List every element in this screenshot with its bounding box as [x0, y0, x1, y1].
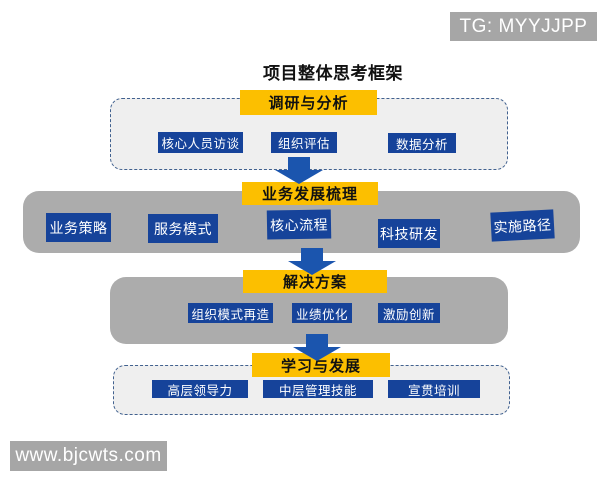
- website-watermark: www.bjcwts.com: [10, 441, 167, 471]
- down-arrow-icon: [288, 248, 336, 275]
- section-research-header: 调研与分析: [240, 90, 377, 115]
- item-rollout-training: 宣贯培训: [388, 380, 480, 398]
- telegram-badge: TG: MYYJJPP: [450, 12, 597, 41]
- item-tech-rnd: 科技研发: [378, 219, 440, 248]
- down-arrow-icon: [293, 334, 341, 361]
- item-business-strategy: 业务策略: [46, 213, 111, 242]
- item-incentive-innovation: 激励创新: [378, 303, 440, 323]
- page-title: 项目整体思考框架: [263, 64, 403, 83]
- item-core-interviews: 核心人员访谈: [158, 132, 243, 153]
- item-performance-optimization: 业绩优化: [292, 303, 352, 323]
- item-org-assessment: 组织评估: [271, 132, 337, 153]
- item-core-process: 核心流程: [266, 209, 332, 240]
- item-middle-mgmt-skills: 中层管理技能: [263, 380, 373, 398]
- section-learning-header: 学习与发展: [252, 353, 390, 377]
- item-org-model-reengineering: 组织模式再造: [188, 303, 273, 323]
- item-data-analysis: 数据分析: [388, 133, 456, 153]
- down-arrow-icon: [275, 157, 323, 184]
- section-business-header: 业务发展梳理: [242, 182, 378, 205]
- item-senior-leadership: 高层领导力: [152, 380, 248, 398]
- item-service-model: 服务模式: [148, 214, 218, 243]
- item-implementation-path: 实施路径: [490, 209, 555, 242]
- section-solution-header: 解决方案: [243, 270, 387, 293]
